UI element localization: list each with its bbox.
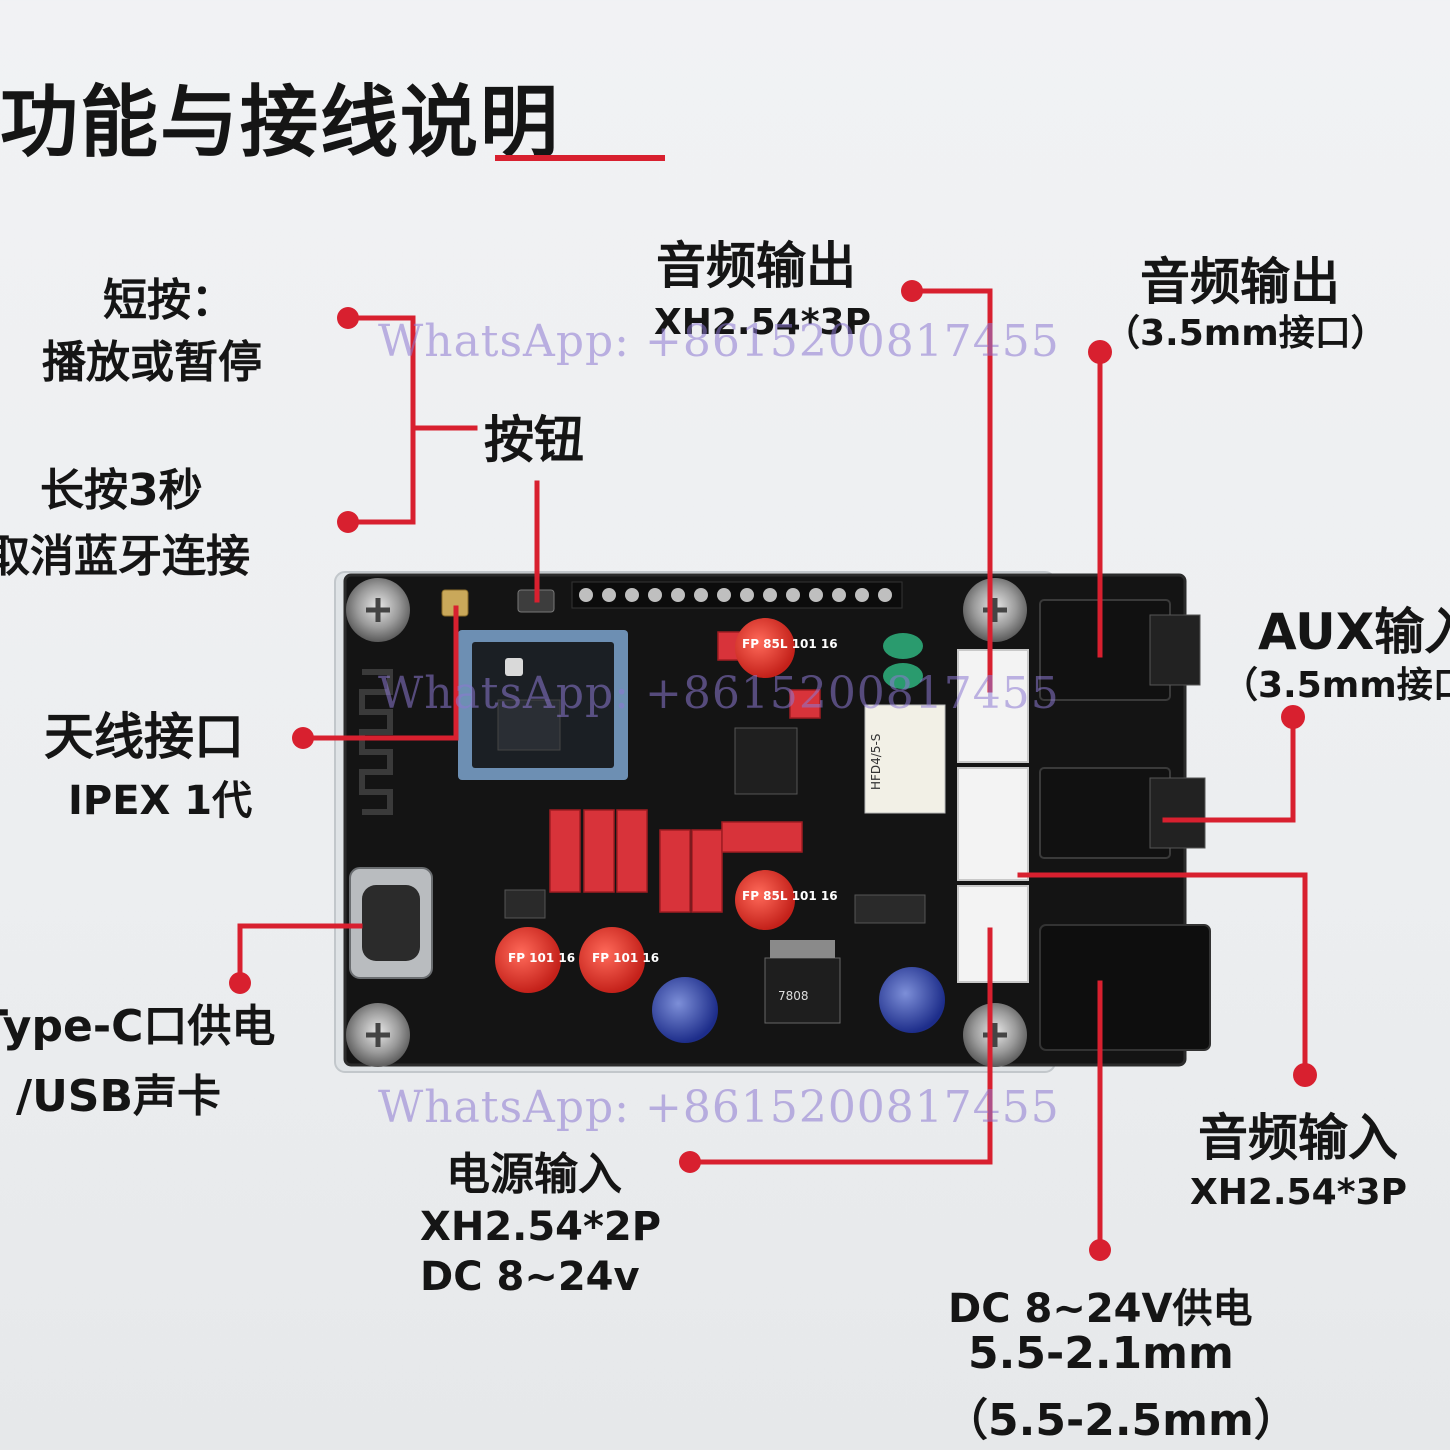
header-pin [763,588,777,602]
header-pin [832,588,846,602]
led-green-2 [883,663,923,689]
audio-out-jack-title: 音频输出 [1140,253,1340,311]
ic-chip-3 [854,894,926,924]
cap-label-1: FP 85L 101 16 [742,637,838,651]
header-pin [740,588,754,602]
leader-dots [229,280,1317,1261]
header-pin [648,588,662,602]
antenna-title: 天线接口 [44,708,244,766]
header-pin [717,588,731,602]
header-pin [671,588,685,602]
dc-jack-spec1: 5.5-2.1mm [968,1328,1234,1379]
xh-connectors [957,649,1029,983]
short-press-title: 短按： [103,275,235,326]
aux-in-title: AUX输入 [1258,603,1450,661]
pcb-antenna-trace [359,669,393,815]
header-pin [809,588,823,602]
power-in-spec1: XH2.54*2P [420,1204,662,1250]
header-pin [878,588,892,602]
header-pin [625,588,639,602]
watermark-1: WhatsApp: +8615200817455 [378,316,1060,367]
audio-in-xh-spec: XH2.54*3P [1190,1172,1407,1213]
bluetooth-module [458,630,628,780]
voltage-regulator: 7808 [764,940,841,1024]
header-pin [579,588,593,602]
relay: HFD4/5-S [864,704,946,814]
svg-text:HFD4/5-S: HFD4/5-S [869,734,883,790]
header-pin [694,588,708,602]
svg-text:7808: 7808 [778,989,809,1003]
dc-power-jack [1039,924,1211,1051]
header-pin [602,588,616,602]
dc-jack-title: DC 8~24V供电 [948,1286,1253,1332]
electrolytic-capacitors [495,618,945,1043]
ic-chip-2 [504,889,546,919]
audio-jack-aux [1039,767,1206,859]
led-green [883,633,923,659]
audio-out-xh-spec: XH2.54*3P [654,302,871,343]
aux-in-spec: （3.5mm接口） [1222,665,1450,706]
power-in-spec2: DC 8~24v [420,1254,640,1300]
long-press-title: 长按3秒 [40,465,203,516]
dc-jack-spec2: （5.5-2.5mm） [944,1395,1298,1446]
cap-label-4: FP 101 16 [592,951,659,965]
watermark-2: WhatsApp: +8615200817455 [378,668,1060,719]
audio-jack-out [1039,599,1201,701]
power-in-title: 电源输入 [446,1149,622,1200]
audio-out-jack-spec: （3.5mm接口） [1104,313,1387,354]
button-label: 按钮 [484,411,584,469]
audio-in-xh-title: 音频输入 [1198,1109,1398,1167]
ic-chip [734,727,798,795]
typec-title: Type-C口供电 [0,1001,276,1052]
audio-out-xh-title: 音频输出 [656,237,856,295]
page-title: 功能与接线说明 [0,78,561,168]
type-c-port [349,867,433,979]
title-underline [495,155,665,161]
watermark-3: WhatsApp: +8615200817455 [378,1082,1060,1133]
pin-header [571,581,903,609]
film-capacitors [549,631,821,913]
header-pin [855,588,869,602]
typec-desc: /USB声卡 [16,1071,222,1122]
header-pin [786,588,800,602]
cap-label-2: FP 85L 101 16 [742,889,838,903]
short-press-desc: 播放或暂停 [42,337,262,388]
antenna-spec: IPEX 1代 [68,778,253,824]
cap-label-3: FP 101 16 [508,951,575,965]
leader-lines [237,288,1308,1253]
long-press-desc: 取消蓝牙连接 [0,531,250,582]
